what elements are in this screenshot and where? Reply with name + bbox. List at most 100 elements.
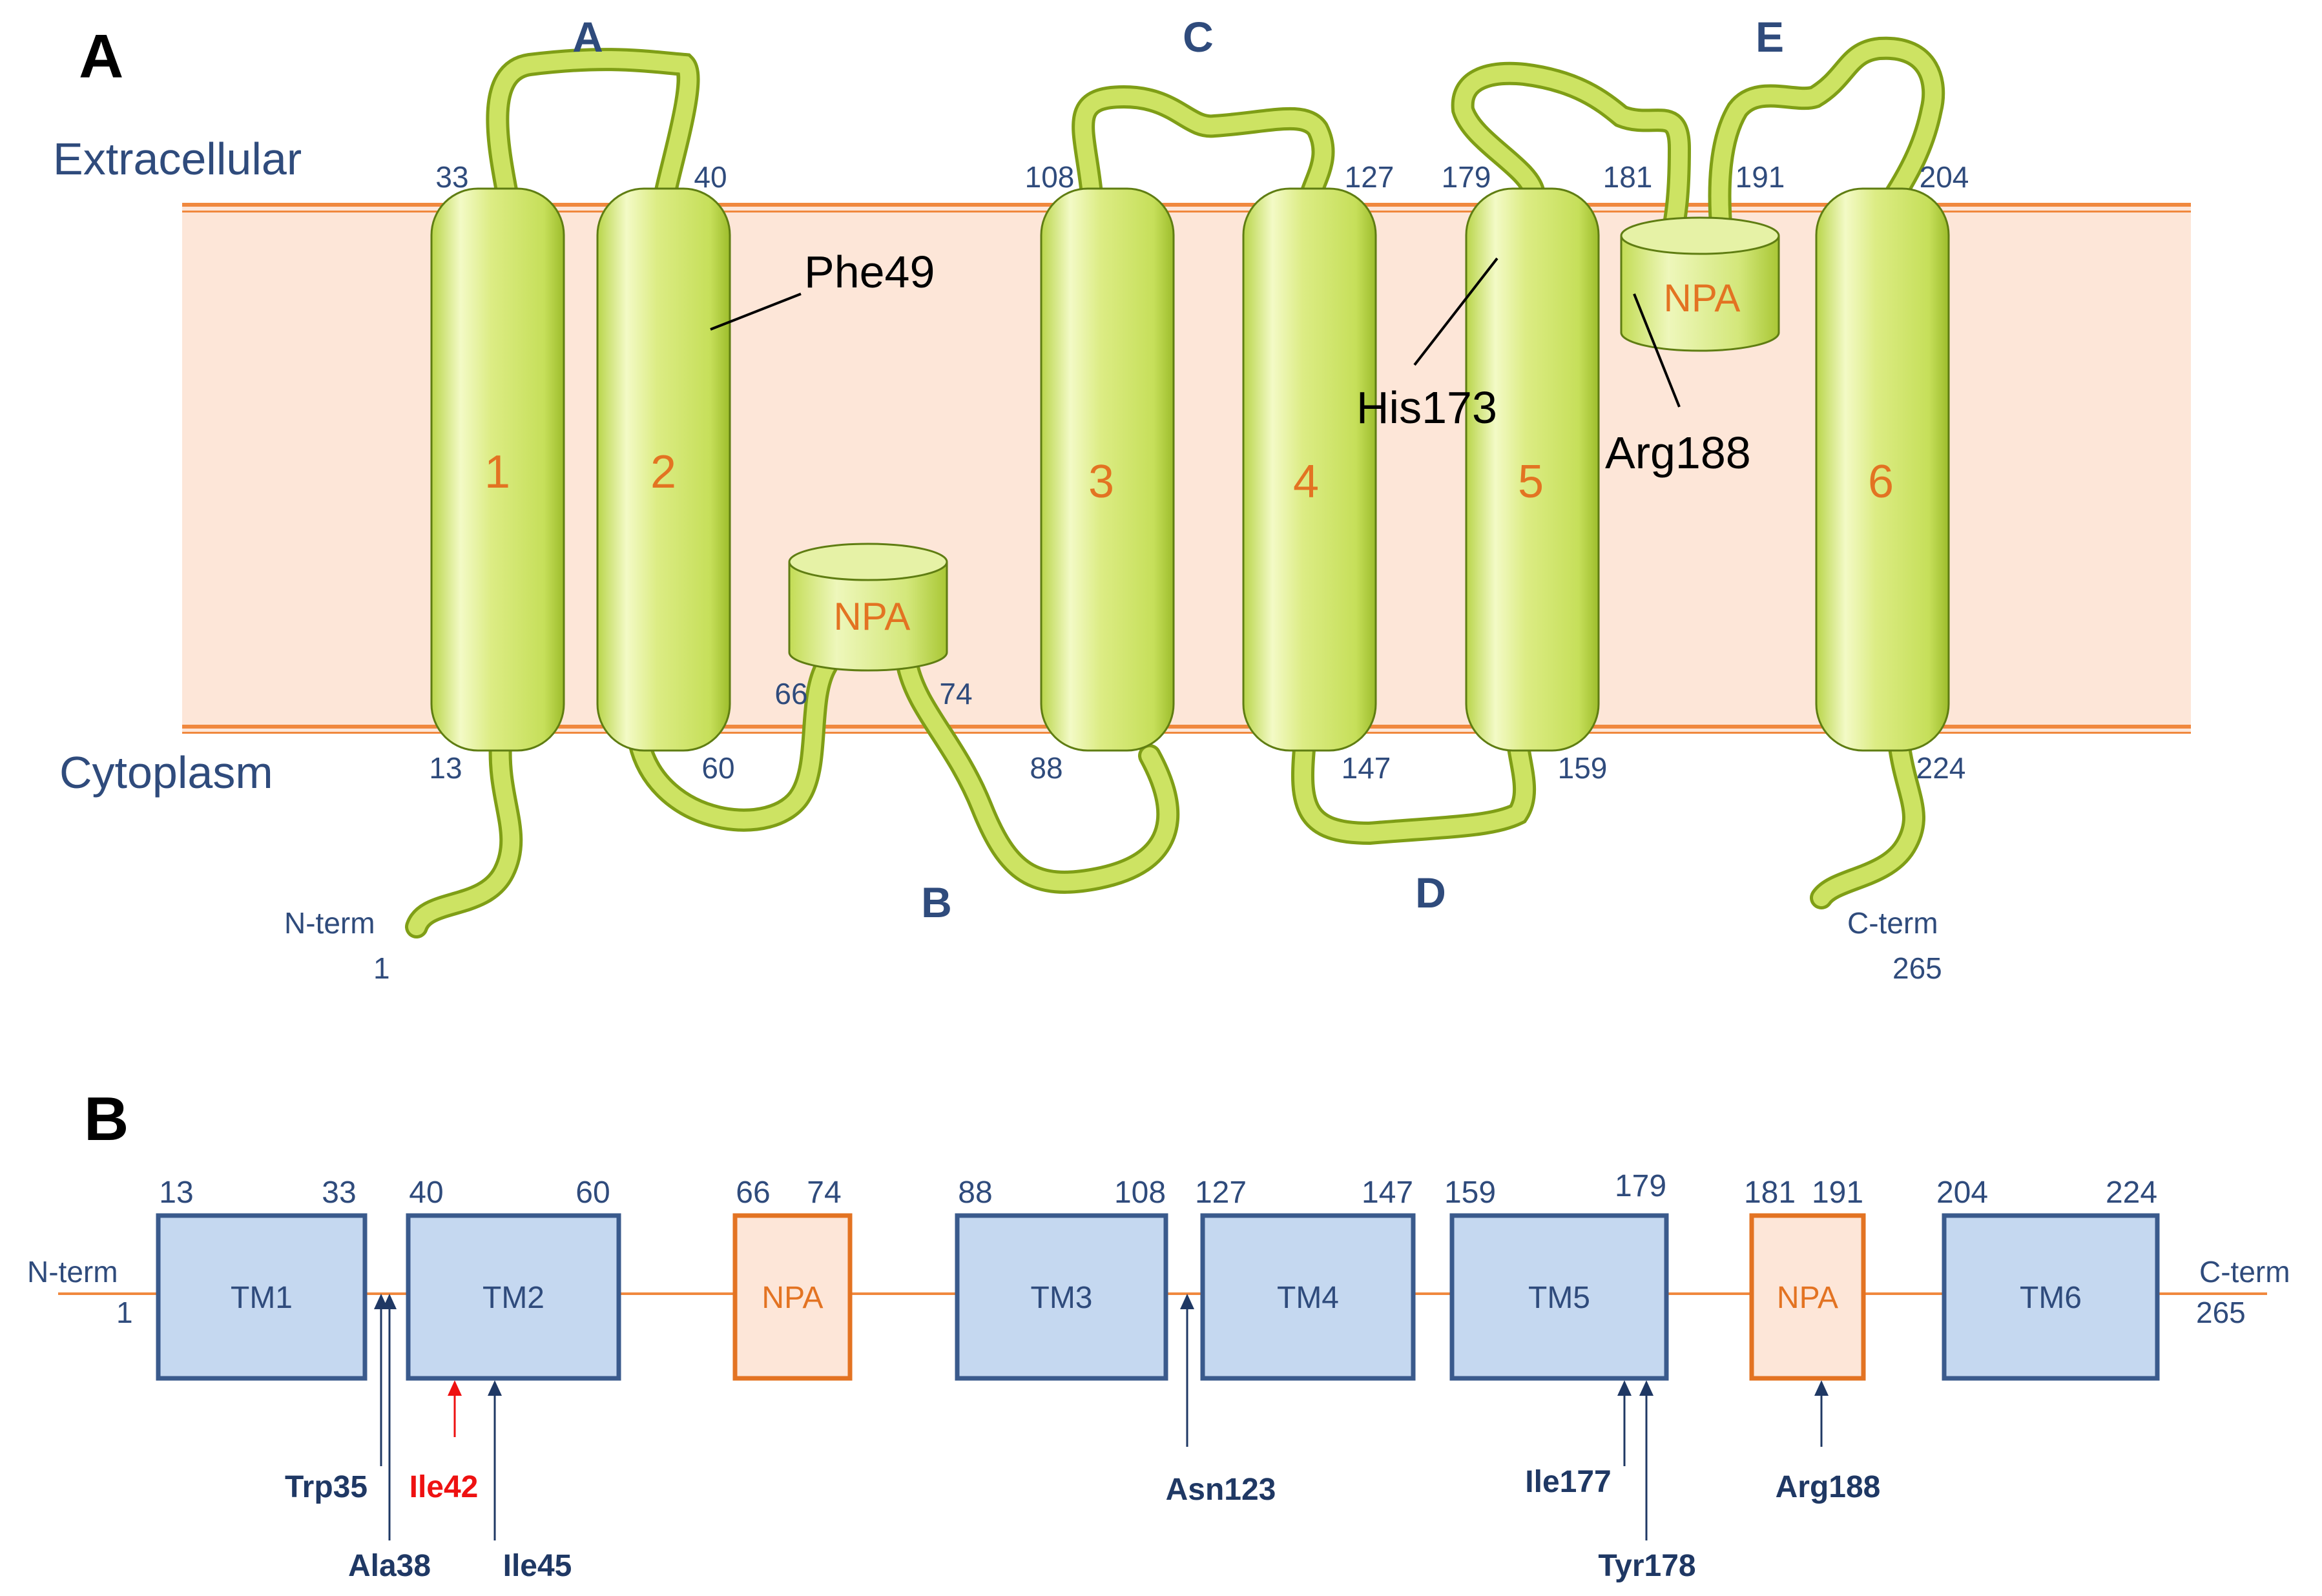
- domain-end-number: 147: [1362, 1176, 1413, 1210]
- helix-2: 2: [596, 187, 731, 752]
- annotation-arg188: Arg188: [1605, 293, 1751, 478]
- helix-5: 5: [1465, 187, 1600, 752]
- domain-box-label: TM2: [482, 1281, 544, 1315]
- mutation-label: Asn123: [1166, 1473, 1276, 1507]
- domain-box-rect: [955, 1213, 1168, 1381]
- loop-d-label: D: [1415, 869, 1446, 917]
- domain-start-number: 66: [736, 1176, 770, 1210]
- res-127: 127: [1345, 160, 1394, 194]
- domain-start-number: 40: [409, 1176, 443, 1210]
- res-60: 60: [701, 751, 734, 785]
- domain-start-number: 204: [1936, 1176, 1988, 1210]
- mutation-label: Tyr178: [1598, 1549, 1695, 1583]
- res-13: 13: [429, 751, 462, 785]
- npa-motif-2: NPA: [1620, 216, 1780, 352]
- npa-motif-1: NPA: [788, 543, 948, 672]
- loop-e-label: E: [1756, 13, 1784, 61]
- res-33: 33: [435, 160, 468, 194]
- panel-a-residue-numbers: 33 40 13 60 66 74 108 127 88 147 159 179…: [429, 160, 1969, 785]
- mutation-arrow-head: [1639, 1380, 1653, 1396]
- res-40: 40: [694, 160, 727, 194]
- mutation-tyr178: Tyr178: [1598, 1380, 1696, 1583]
- domain-end-number: 191: [1812, 1176, 1863, 1210]
- npa-1-label: NPA: [834, 595, 911, 638]
- annotation-phe49: Phe49: [710, 247, 935, 331]
- res-159: 159: [1558, 751, 1608, 785]
- loops: [405, 36, 1945, 938]
- res-204: 204: [1920, 160, 1969, 194]
- panel-b-c-term-number: 265: [2196, 1296, 2246, 1329]
- loop-c-label: C: [1183, 13, 1214, 61]
- domain-box-rect: [156, 1213, 368, 1381]
- helix-3: 3: [1040, 187, 1175, 752]
- res-181: 181: [1603, 160, 1653, 194]
- helix-4-number: 4: [1293, 456, 1319, 508]
- res-179: 179: [1442, 160, 1491, 194]
- mutation-arrow-head: [488, 1380, 502, 1396]
- c-terminal-tail: [1810, 731, 1925, 909]
- domain-box-rect: [1200, 1213, 1416, 1381]
- mutation-ala38: Ala38: [348, 1294, 431, 1583]
- panel-b-c-term-label: C-term: [2199, 1255, 2290, 1289]
- mutation-asn123: Asn123: [1166, 1294, 1276, 1507]
- mutation-label: Trp35: [285, 1470, 368, 1504]
- domain-start-number: 181: [1744, 1176, 1796, 1210]
- domain-box-label: NPA: [1777, 1281, 1838, 1315]
- panel-b-label: B: [84, 1084, 129, 1154]
- helix-3-number: 3: [1088, 456, 1114, 508]
- npa-2-label: NPA: [1664, 276, 1741, 320]
- res-191: 191: [1736, 160, 1785, 194]
- loop-b-label: B: [921, 878, 952, 926]
- domain-box-npa-6: NPA 181 191: [1744, 1176, 1866, 1381]
- mutation-ile177: Ile177: [1525, 1380, 1632, 1499]
- mutation-arrow-head: [1180, 1294, 1194, 1309]
- domain-box-rect: [1942, 1213, 2160, 1381]
- helix-6: 6: [1815, 187, 1950, 752]
- domain-start-number: 88: [958, 1176, 992, 1210]
- loop-d: [1291, 731, 1537, 845]
- helix-1: 1: [430, 187, 565, 752]
- domain-box-rect: [732, 1213, 853, 1381]
- res-108: 108: [1025, 160, 1075, 194]
- domain-box-label: TM4: [1277, 1281, 1339, 1315]
- domain-box-label: TM5: [1528, 1281, 1590, 1315]
- domain-box-label: NPA: [762, 1281, 823, 1315]
- mutation-ile42: Ile42: [409, 1380, 479, 1504]
- n-terminal-tail: [405, 731, 523, 938]
- mutation-arrow-head: [1814, 1380, 1829, 1396]
- res-224: 224: [1916, 751, 1966, 785]
- loop-a-label: A: [572, 13, 603, 61]
- domain-box-rect: [1449, 1213, 1669, 1381]
- helix-1-number: 1: [484, 446, 510, 498]
- mutation-label: Ala38: [348, 1549, 431, 1583]
- mutation-label: Ile42: [409, 1470, 479, 1504]
- panel-a-c-term-number: 265: [1892, 951, 1942, 985]
- mutation-ile45: Ile45: [488, 1380, 572, 1583]
- domain-box-label: TM1: [231, 1281, 293, 1315]
- domain-start-number: 13: [159, 1176, 193, 1210]
- domain-box-tm6-7: TM6 204 224: [1936, 1176, 2160, 1381]
- mutation-label: Ile177: [1525, 1465, 1611, 1499]
- domain-end-number: 224: [2106, 1176, 2157, 1210]
- helix-4: 4: [1242, 187, 1377, 752]
- arg188-label: Arg188: [1605, 428, 1751, 478]
- mutation-arrow-head: [382, 1294, 397, 1309]
- panel-a-label: A: [79, 22, 123, 91]
- panel-b-n-term-number: 1: [116, 1296, 133, 1329]
- his173-label: His173: [1356, 382, 1497, 433]
- domain-box-rect: [406, 1213, 621, 1381]
- mutation-arrow-head: [1617, 1380, 1632, 1396]
- domain-box-label: TM6: [2020, 1281, 2082, 1315]
- panel-a-n-term-label: N-term: [284, 906, 375, 940]
- mutation-label: Arg188: [1776, 1470, 1881, 1504]
- domain-box-rect: [1749, 1213, 1866, 1381]
- annotation-his173: His173: [1356, 257, 1498, 433]
